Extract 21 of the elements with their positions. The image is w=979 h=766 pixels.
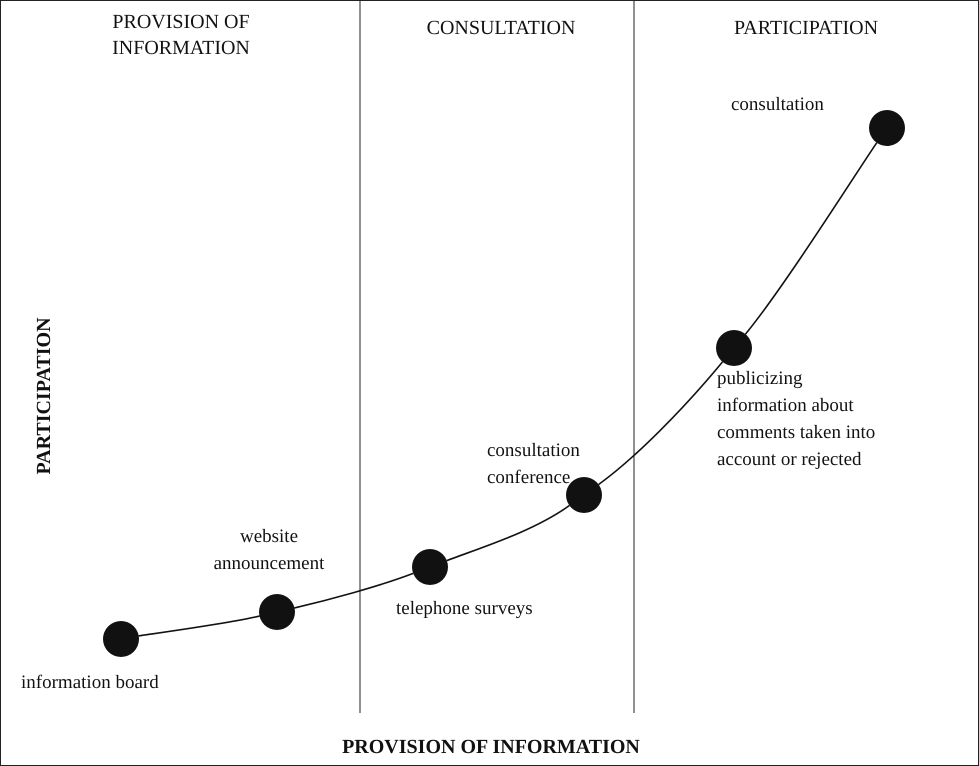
data-point <box>869 110 905 146</box>
axis-label: PROVISION OF INFORMATION <box>341 735 641 760</box>
curve-segment <box>446 504 570 562</box>
column-heading: CONSULTATION <box>426 16 576 41</box>
column-heading: PROVISION OF INFORMATION <box>111 10 251 61</box>
curve-segment <box>598 361 724 486</box>
curve-segment <box>744 142 878 335</box>
point-label: publicizing information about comments taken into account or rejected <box>717 367 876 472</box>
point-label: information board <box>21 671 160 695</box>
point-label: consultation conference <box>487 439 581 490</box>
data-point <box>716 330 752 366</box>
data-point <box>412 549 448 585</box>
column-heading: PARTICIPATION <box>732 16 880 41</box>
axis-label: PARTICIPATION <box>32 317 56 475</box>
data-point <box>103 621 139 657</box>
point-label: telephone surveys <box>396 597 534 621</box>
curve-segment <box>138 615 260 637</box>
point-label: website announcement <box>212 525 326 576</box>
data-point <box>259 594 295 630</box>
point-label: consultation <box>731 93 825 117</box>
curve-segment <box>294 572 414 609</box>
